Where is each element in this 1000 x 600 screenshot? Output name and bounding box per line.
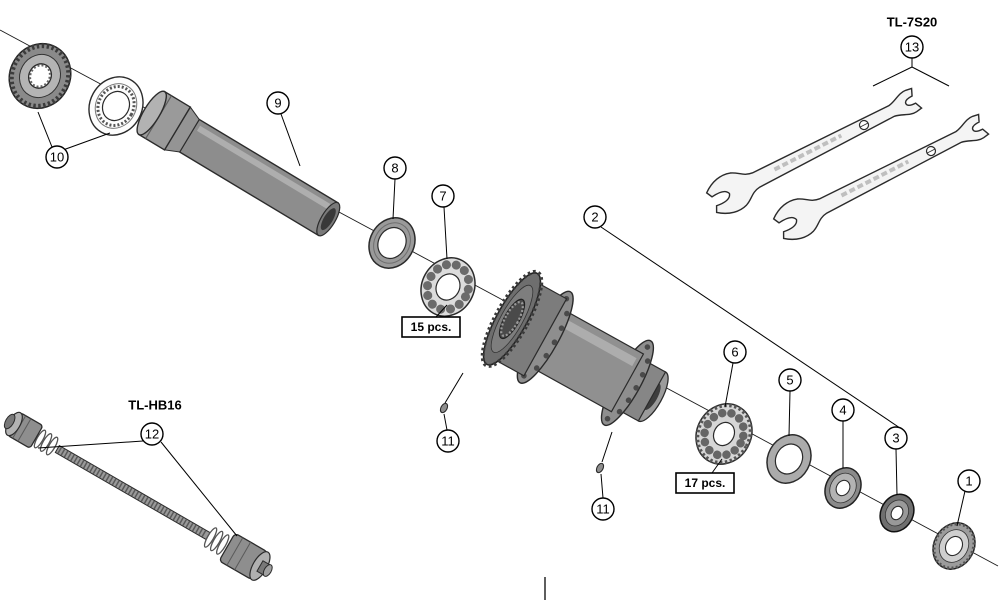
callout-9-number: 9 xyxy=(274,96,281,111)
callout-7: 7 xyxy=(431,184,455,208)
part-hub-body xyxy=(480,269,669,427)
part-bearing-retainer-left xyxy=(420,257,476,317)
lock-ring-spline xyxy=(29,64,51,88)
pcs-box-15: 15 pcs. xyxy=(401,316,461,338)
part-dust-cap xyxy=(932,522,976,570)
part-quick-release-skewer xyxy=(3,411,273,581)
skewer-left-nut xyxy=(3,411,43,448)
part-hole-plug-left xyxy=(439,402,449,414)
wrench-engraving xyxy=(840,159,910,198)
part-bearing-retainer-right xyxy=(695,403,753,465)
tool-label-tlhb16: TL-HB16 xyxy=(128,398,181,413)
callout-1-number: 1 xyxy=(965,474,972,489)
part-axle xyxy=(136,90,341,237)
wrench-engraving xyxy=(773,133,843,172)
part-cone-wrench-2 xyxy=(772,113,990,241)
part-lock-nut xyxy=(879,493,915,533)
leader-callout-2 xyxy=(600,226,901,429)
callout-2-number: 2 xyxy=(591,210,598,225)
callout-6: 6 xyxy=(723,340,747,364)
callout-11-left: 11 xyxy=(436,429,460,453)
part-seal-ring-left xyxy=(368,217,416,269)
wrench-hole-cross xyxy=(927,148,935,154)
part-cone-wrench-1 xyxy=(705,87,923,215)
bearing-balls xyxy=(700,408,748,460)
callout-13: 13 xyxy=(900,35,924,59)
tool-label-tl7s20: TL-7S20 xyxy=(887,15,938,30)
pcs-box-17: 17 pcs. xyxy=(675,472,735,494)
callout-7-number: 7 xyxy=(439,189,446,204)
callout-12-number: 12 xyxy=(145,427,159,442)
callout-5: 5 xyxy=(778,368,802,392)
part-hole-plug-right xyxy=(595,462,605,474)
callout-9: 9 xyxy=(266,91,290,115)
skewer-right-nut xyxy=(219,533,273,581)
callout-3-number: 3 xyxy=(892,431,899,446)
retainer-spline xyxy=(695,403,753,465)
pcs-15-label: 15 pcs. xyxy=(411,320,452,334)
part-cone xyxy=(824,467,862,509)
callout-4: 4 xyxy=(831,398,855,422)
lock-ring-knurling xyxy=(8,43,72,109)
callout-8: 8 xyxy=(383,156,407,180)
part-lock-ring xyxy=(8,42,72,110)
wrench-hole-cross xyxy=(860,122,868,128)
wrench-body xyxy=(705,87,923,215)
callout-1: 1 xyxy=(957,469,981,493)
callout-11-number: 11 xyxy=(441,434,455,449)
bearing-balls xyxy=(422,259,474,315)
rotor-mount-teeth xyxy=(480,269,544,368)
callout-6-number: 6 xyxy=(731,345,738,360)
axle-bore xyxy=(320,208,336,231)
callout-13-number: 13 xyxy=(905,40,919,55)
rotor-mount-spline xyxy=(500,300,524,337)
leader-lines xyxy=(37,58,966,537)
callout-10-number: 10 xyxy=(50,150,64,165)
callout-4-number: 4 xyxy=(839,403,846,418)
callout-8-number: 8 xyxy=(391,161,398,176)
callout-10: 10 xyxy=(45,145,69,169)
skewer-threads xyxy=(57,446,209,539)
callout-12: 12 xyxy=(140,422,164,446)
pcs-17-label: 17 pcs. xyxy=(685,476,726,490)
washer-spline xyxy=(96,85,136,127)
callout-11-right: 11 xyxy=(591,497,615,521)
callout-3: 3 xyxy=(884,426,908,450)
callout-5-number: 5 xyxy=(786,373,793,388)
callout-11-number: 11 xyxy=(596,502,610,517)
part-seal-ring-right xyxy=(766,434,812,484)
skewer-right-spring xyxy=(203,527,230,555)
wrench-body xyxy=(772,113,990,241)
part-keyed-washer xyxy=(88,76,144,136)
callout-2: 2 xyxy=(583,205,607,229)
